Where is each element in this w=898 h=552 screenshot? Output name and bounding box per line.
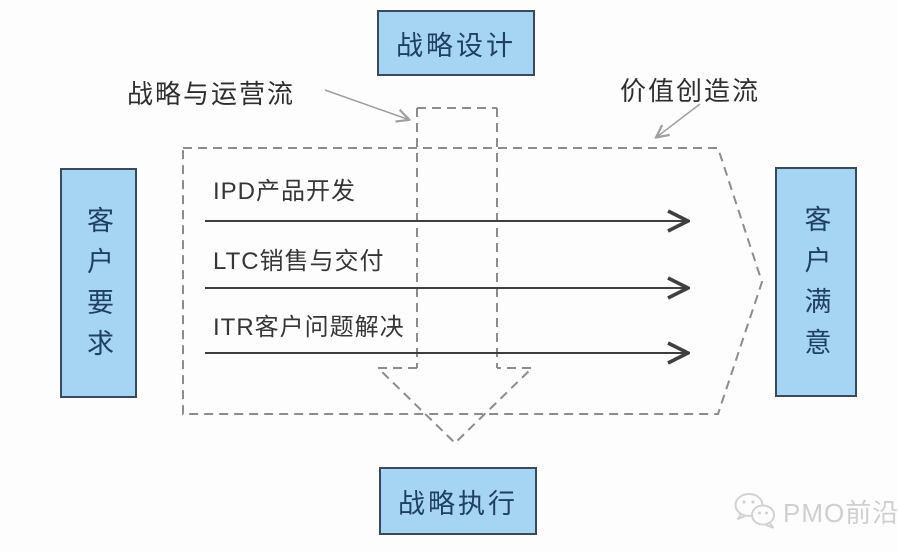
customer-satisfaction-box: 客户满意 xyxy=(775,167,857,397)
watermark: PMO前沿 xyxy=(733,492,898,530)
strategy-design-label: 战略设计 xyxy=(396,30,516,61)
flow-label-ltc: LTC销售与交付 xyxy=(213,248,385,275)
value-creation-flow-annotation: 价值创造流 xyxy=(620,76,761,106)
strategy-execution-box: 战略执行 xyxy=(379,467,537,535)
value-creation-callout-arrow xyxy=(658,103,701,136)
strategy-ops-callout-arrow xyxy=(324,89,407,119)
flow-label-itr: ITR客户问题解决 xyxy=(213,314,405,341)
strategy-design-box: 战略设计 xyxy=(377,10,535,76)
strategy-flow-band-shape xyxy=(416,107,498,368)
watermark-text: PMO前沿 xyxy=(783,497,898,528)
strategy-execution-label: 战略执行 xyxy=(398,488,518,519)
strategy-ops-flow-annotation: 战略与运营流 xyxy=(127,79,296,109)
strategy-flow-arrowhead-shape xyxy=(375,367,535,445)
wechat-icon xyxy=(734,493,775,529)
flow-label-ipd: IPD产品开发 xyxy=(213,178,357,205)
customer-requirements-box: 客户要求 xyxy=(60,168,137,398)
customer-requirements-label: 客户要求 xyxy=(83,206,113,370)
customer-satisfaction-label: 客户满意 xyxy=(800,205,831,369)
